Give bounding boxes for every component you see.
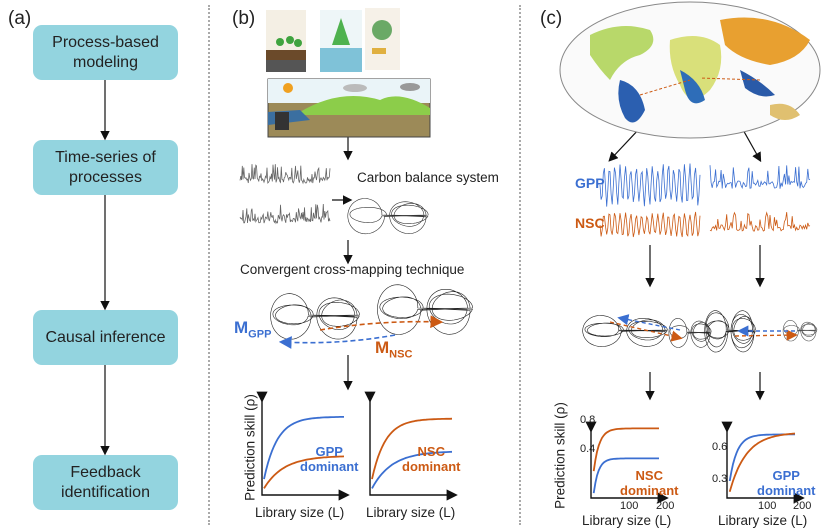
carbon-balance-attractor <box>347 198 429 235</box>
c-xlabel-left: Library size (L) <box>582 513 672 528</box>
c-right-nsc-series <box>709 211 811 232</box>
c-right-gpp-series <box>709 165 811 190</box>
b-right-axes <box>364 391 458 501</box>
legend-line: dominant <box>620 483 679 498</box>
landscape-schematic <box>267 78 431 138</box>
m-gpp-label: MGPP <box>234 318 271 340</box>
c-right-attractor-gpp <box>704 310 756 353</box>
legend-line: NSC <box>417 444 445 459</box>
generated-graphics <box>239 163 818 504</box>
b-xlabel-left: Library size (L) <box>255 505 345 520</box>
c-left-gpp-curve <box>592 457 659 494</box>
b-ylabel: Prediction skill (ρ) <box>242 394 258 501</box>
c-left-nsc-curve <box>592 427 659 472</box>
c-right-ytick: 0.6 <box>712 441 728 453</box>
m-nsc-main: M <box>375 338 390 357</box>
panel-a-label: (a) <box>8 8 32 29</box>
legend-line: dominant <box>300 459 359 474</box>
carbon-balance-label: Carbon balance system <box>357 170 499 185</box>
region-markers <box>639 77 761 96</box>
attractor-nsc <box>377 284 473 335</box>
separator <box>208 5 210 525</box>
cross-map-arrow-gpp <box>278 334 396 349</box>
b-left-nsc-curve <box>263 455 345 489</box>
step-time-series: Time-series of processes <box>33 140 178 195</box>
c-left-ytick: 0.8 <box>580 414 596 426</box>
c-left-ytick: 0.4 <box>580 443 596 455</box>
c-left-arrow <box>609 321 683 342</box>
panel-b-label: (b) <box>232 8 256 29</box>
b-left-gpp-curve <box>263 416 344 480</box>
nsc-label: NSC <box>575 215 605 231</box>
c-left-attractor-gpp <box>582 315 668 347</box>
c-xlabel-right: Library size (L) <box>718 513 808 528</box>
c-right-xtick: 100 <box>758 500 777 512</box>
c-left-nsc-series <box>599 211 701 238</box>
c-right-nsc-curve <box>728 432 796 492</box>
c-right-attractor-nsc <box>782 320 818 342</box>
legend-line: GPP <box>772 468 800 483</box>
c-left-axes <box>585 421 669 504</box>
b-right-nsc-curve <box>371 417 453 480</box>
attractor-gpp <box>270 293 360 340</box>
c-right-xtick: 200 <box>793 500 812 512</box>
c-right-ytick: 0.3 <box>712 473 728 485</box>
m-nsc-label: MNSC <box>375 338 412 360</box>
panel-c-label: (c) <box>540 8 563 29</box>
step-process-modeling: Process-based modeling <box>33 25 178 80</box>
model-schematic-images <box>266 8 400 72</box>
b-left-axes <box>256 391 350 501</box>
gpp-label: GPP <box>575 175 605 191</box>
m-nsc-sub: NSC <box>389 348 413 361</box>
legend-line: dominant <box>757 483 816 498</box>
cross-map-arrow-nsc <box>319 315 444 331</box>
c-left-xtick: 100 <box>620 500 639 512</box>
legend-line: GPP <box>315 444 343 459</box>
b-xlabel-right: Library size (L) <box>366 505 456 520</box>
c-left-gpp-series <box>599 163 701 207</box>
time-series-gpp <box>239 164 331 185</box>
c-ylabel: Prediction skill (ρ) <box>552 402 568 509</box>
c-left-arrow <box>617 314 681 331</box>
ccm-label: Convergent cross-mapping technique <box>240 262 465 277</box>
c-right-axes <box>721 421 805 504</box>
legend-line: NSC <box>635 468 663 483</box>
separator <box>519 5 521 525</box>
m-gpp-sub: GPP <box>248 328 272 341</box>
world-map <box>559 1 821 139</box>
step-causal-inference: Causal inference <box>33 310 178 365</box>
b-right-gpp-curve <box>371 450 453 489</box>
m-gpp-main: M <box>234 318 249 337</box>
time-series-nsc <box>239 203 331 225</box>
c-left-xtick: 200 <box>656 500 675 512</box>
step-feedback-identification: Feedback identification <box>33 455 178 510</box>
c-right-arrow <box>734 329 798 341</box>
legend-line: dominant <box>402 459 461 474</box>
